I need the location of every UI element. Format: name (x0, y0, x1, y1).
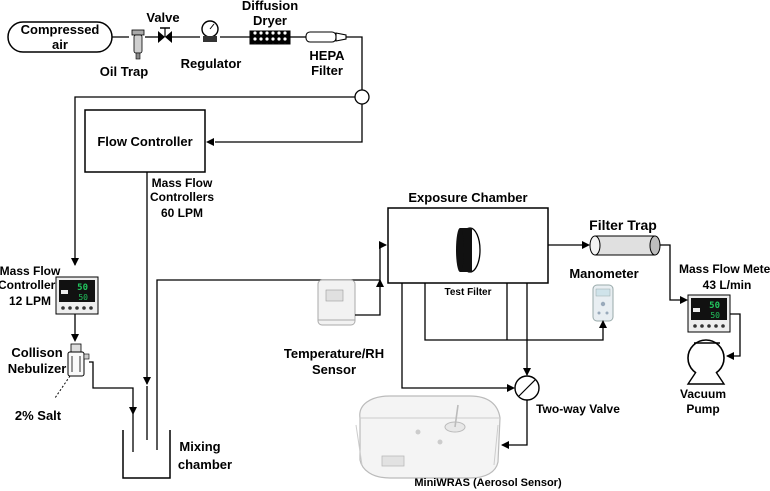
test-filter-holder-icon (456, 227, 481, 273)
pipe-hepa-to-splitter (346, 36, 363, 90)
vacuum-pump-icon (686, 339, 726, 385)
diffusion-dryer-icon (249, 30, 291, 45)
filter-trap-label: Filter Trap (589, 217, 657, 233)
mfm-readout-bottom: 50 (710, 311, 720, 320)
mfm-label-2: 43 L/min (703, 278, 752, 292)
mfc60-label-2: Controllers (150, 190, 214, 204)
mass-flow-meter-device: 50 50 (687, 294, 731, 333)
valve-label: Valve (146, 10, 179, 25)
compressed-air-label-1: Compressed (21, 22, 100, 37)
collison-label-1: Collison (11, 345, 62, 360)
mfm-label-1: Mass Flow Meter (679, 262, 770, 276)
mixing-chamber-label-2: chamber (178, 457, 232, 472)
mfc12-device: 50 50 (55, 276, 99, 315)
pipe-filter-trap-to-mfm (660, 244, 686, 301)
vacuum-pump-label-2: Pump (686, 402, 719, 416)
diffusion-dryer-label-1: Diffusion (242, 0, 298, 13)
salt-label: 2% Salt (15, 408, 62, 423)
oil-trap-icon (131, 29, 145, 60)
collison-nebulizer-icon (67, 343, 90, 377)
pipe-sensor-to-chamber (355, 280, 381, 316)
mixing-chamber-label-1: Mixing (179, 439, 220, 454)
mfc60-label-1: Mass Flow (152, 176, 213, 190)
pipe-valve-to-miniwras (502, 400, 528, 446)
flow-controller-label: Flow Controller (97, 134, 192, 149)
vacuum-pump-label-1: Vacuum (680, 387, 726, 401)
hepa-filter-label-2: Filter (311, 63, 343, 78)
flow-controller-box (84, 109, 206, 173)
diffusion-dryer-label-2: Dryer (253, 13, 287, 28)
pipe-nebulizer-to-mixing (89, 361, 134, 414)
mfc12-label-1: Mass Flow (0, 264, 61, 278)
two-way-valve-label: Two-way Valve (536, 402, 620, 416)
collison-label-2: Nebulizer (8, 361, 67, 376)
miniwras-label: MiniWRAS (Aerosol Sensor) (414, 477, 562, 489)
mfc60-label-3: 60 LPM (161, 206, 203, 220)
pipe-chamber-to-manometer-a (424, 283, 604, 341)
mfc12-readout-top: 50 (77, 283, 88, 293)
mfc12-label-3: 12 LPM (9, 294, 51, 308)
mfc12-label-2: Controllers (0, 278, 62, 292)
compressed-air-label-2: air (52, 37, 68, 52)
mfm-readout-top: 50 (709, 301, 720, 311)
oil-trap-label: Oil Trap (100, 64, 148, 79)
pipe-chamber-to-valve-left (401, 283, 513, 389)
regulator-label: Regulator (181, 56, 242, 71)
filter-trap-icon (589, 235, 661, 256)
hepa-filter-label-1: HEPA (309, 48, 345, 63)
manometer-device-icon (592, 284, 614, 322)
exposure-chamber-label: Exposure Chamber (408, 190, 527, 205)
pipe-splitter-to-mfc12 (74, 96, 355, 265)
compressed-air-source: Compressed air (7, 21, 113, 53)
splitter-junction (354, 89, 370, 105)
manometer-label: Manometer (569, 266, 638, 281)
pipe-splitter-to-flow-controller (215, 104, 363, 143)
temperature-rh-sensor-icon (317, 279, 356, 326)
regulator-gauge-icon (201, 20, 219, 42)
temp-rh-label-2: Sensor (312, 362, 356, 377)
test-filter-label: Test Filter (444, 287, 491, 298)
valve-icon (158, 27, 172, 43)
mixing-chamber (122, 386, 171, 479)
miniwras-device-icon (355, 395, 501, 479)
temp-rh-label-1: Temperature/RH (284, 346, 384, 361)
pipe-mixing-to-exposure (156, 244, 386, 425)
salt-leader-line (54, 375, 71, 399)
mfc12-readout-bottom: 50 (78, 293, 88, 302)
hepa-filter-icon (305, 31, 347, 43)
